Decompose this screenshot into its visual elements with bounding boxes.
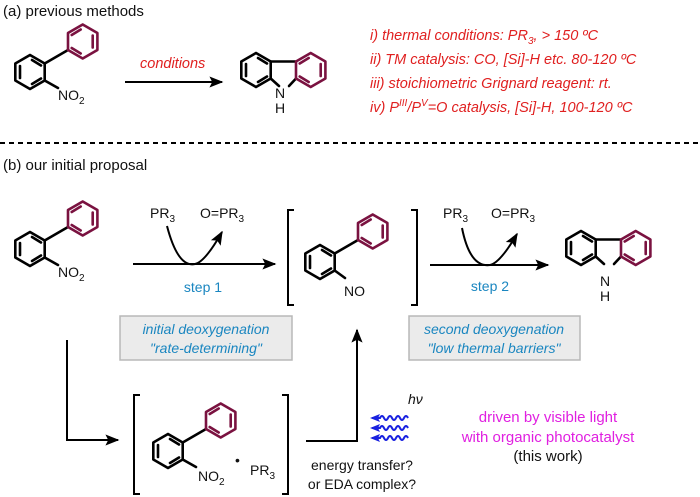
- highlight-line3: (this work): [513, 448, 582, 465]
- condition-item: iii) stoichiometric Grignard reagent: rt…: [370, 76, 612, 92]
- condition-item: i) thermal conditions: PR3, > 150 ºC: [370, 28, 599, 47]
- photo-deoxygenation-arrow: [306, 328, 363, 442]
- complex-nitro-label: NO2: [198, 468, 225, 488]
- conditions-list: i) thermal conditions: PR3, > 150 ºC ii)…: [370, 28, 637, 116]
- condition-item: ii) TM catalysis: CO, [Si]-H etc. 80-120…: [370, 52, 637, 68]
- complex-nitrobiphenyl: [152, 402, 237, 470]
- section-b-heading: (b) our initial proposal: [3, 157, 147, 174]
- intermediate-bracket-right: [411, 209, 418, 306]
- step1-reagent-out: O=PR3: [200, 205, 245, 225]
- nitro-group-label-a: NO2: [58, 87, 85, 107]
- carbazole-n-label-a: N: [275, 85, 285, 101]
- step1-label: step 1: [184, 279, 222, 295]
- intermediate-bracket-left: [287, 209, 294, 306]
- product-carbazole-a: [240, 51, 327, 89]
- highlight-line1: driven by visible light: [479, 409, 618, 426]
- nitro-group-label-b: NO2: [58, 264, 85, 284]
- condition-item: iv) PIII/PV=O catalysis, [Si]-H, 100-120…: [370, 98, 633, 116]
- mechanism-line2: or EDA complex?: [308, 476, 416, 492]
- mechanism-line1: energy transfer?: [311, 457, 413, 473]
- step1-curved-arrow: [166, 225, 223, 266]
- carbazole-n-label-b: N: [600, 273, 610, 289]
- box2-line1: second deoxygenation: [424, 321, 564, 337]
- section-a-heading: (a) previous methods: [3, 3, 144, 20]
- step2-curved-arrow: [461, 227, 518, 267]
- nitroso-group-label: NO: [344, 283, 365, 299]
- carbazole-h-label-a: H: [275, 100, 285, 116]
- box1-line1: initial deoxygenation: [143, 321, 270, 337]
- step1-reagent-in: PR3: [150, 205, 175, 225]
- arrow-label-conditions: conditions: [140, 56, 205, 72]
- step2-reagent-in: PR3: [443, 205, 468, 225]
- step2-label: step 2: [471, 278, 509, 294]
- light-hv-label: hν: [408, 391, 423, 407]
- complex-bracket-left: [133, 394, 140, 495]
- reactant-nitrobiphenyl-b: [14, 200, 99, 268]
- nitroso-intermediate: [304, 213, 389, 281]
- product-carbazole-b: [565, 229, 652, 267]
- highlight-line2: with organic photocatalyst: [461, 429, 635, 446]
- step2-reagent-out: O=PR3: [491, 205, 536, 225]
- box-second-deoxygenation: second deoxygenation "low thermal barrie…: [408, 315, 581, 361]
- box-initial-deoxygenation: initial deoxygenation "rate-determining": [119, 315, 293, 361]
- light-wave-icon: [370, 414, 409, 442]
- reactant-nitrobiphenyl-a: [14, 23, 99, 91]
- box2-line2: "low thermal barriers": [428, 340, 562, 356]
- complex-bracket-right: [282, 394, 289, 495]
- complex-dot: •: [235, 452, 240, 468]
- carbazole-h-label-b: H: [600, 288, 610, 304]
- complex-formation-arrow: [66, 340, 120, 446]
- box1-line2: "rate-determining": [150, 340, 263, 356]
- complex-pr3-label: PR3: [250, 462, 275, 482]
